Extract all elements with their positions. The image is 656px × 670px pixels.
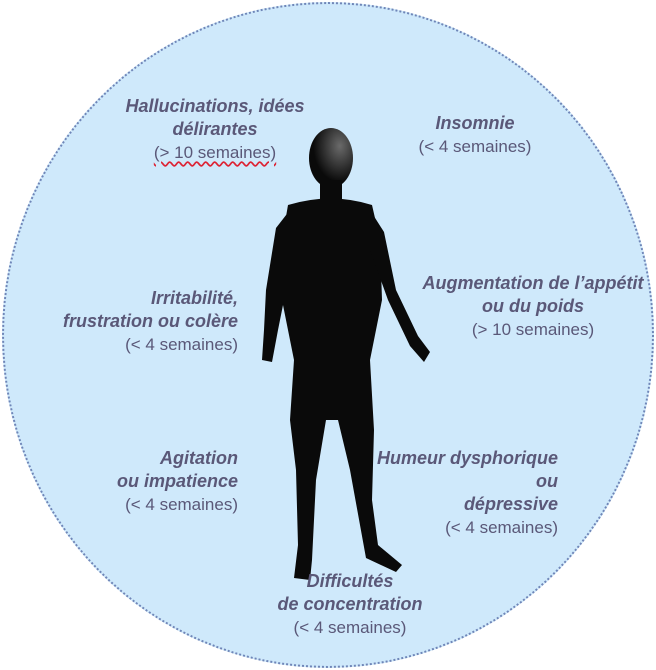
symptom-duration: (< 4 semaines) xyxy=(395,135,555,158)
symptom-title: Humeur dysphorique xyxy=(368,447,558,470)
symptom-hallucinations: Hallucinations, idées délirantes (> 10 s… xyxy=(115,95,315,164)
symptom-duration: (> 10 semaines) xyxy=(408,318,656,341)
symptom-appetit: Augmentation de l’appétit ou du poids (>… xyxy=(408,272,656,341)
symptom-title: dépressive xyxy=(368,493,558,516)
symptom-title: Difficultés xyxy=(250,570,450,593)
symptom-duration: (< 4 semaines) xyxy=(368,516,558,539)
symptom-duration: (> 10 semaines) xyxy=(115,141,315,164)
symptom-title: Augmentation de l’appétit xyxy=(408,272,656,295)
symptom-concentration: Difficultés de concentration (< 4 semain… xyxy=(250,570,450,639)
symptom-title: délirantes xyxy=(115,118,315,141)
symptom-humeur: Humeur dysphorique ou dépressive (< 4 se… xyxy=(368,447,558,539)
symptom-title: de concentration xyxy=(250,593,450,616)
symptom-duration: (< 4 semaines) xyxy=(250,616,450,639)
symptom-title: ou xyxy=(368,470,558,493)
symptom-title: ou impatience xyxy=(40,470,238,493)
symptom-title: Agitation xyxy=(40,447,238,470)
symptom-irritabilite: Irritabilité, frustration ou colère (< 4… xyxy=(20,287,238,356)
symptom-title: Irritabilité, xyxy=(20,287,238,310)
symptom-insomnie: Insomnie (< 4 semaines) xyxy=(395,112,555,158)
symptom-title: Hallucinations, idées xyxy=(115,95,315,118)
symptom-duration: (< 4 semaines) xyxy=(20,333,238,356)
symptom-title: Insomnie xyxy=(395,112,555,135)
symptom-duration: (< 4 semaines) xyxy=(40,493,238,516)
symptom-title: ou du poids xyxy=(408,295,656,318)
symptom-title: frustration ou colère xyxy=(20,310,238,333)
symptom-agitation: Agitation ou impatience (< 4 semaines) xyxy=(40,447,238,516)
